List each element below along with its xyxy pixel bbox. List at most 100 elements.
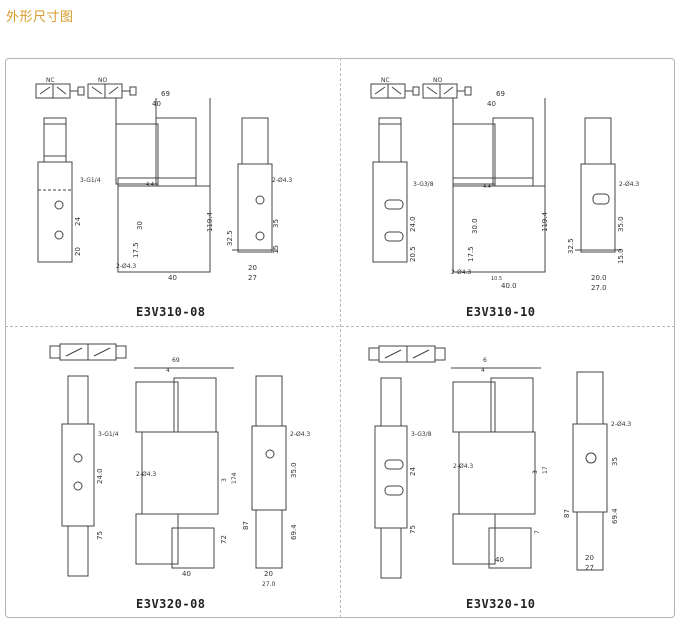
dim-27: 27.0 [262, 581, 276, 588]
dim-24: 24 [74, 217, 82, 226]
dim-35: 35.0 [290, 462, 298, 478]
side-view [451, 367, 541, 569]
dim-119-4: 119.4 [206, 211, 214, 232]
dim-35: 35.0 [617, 216, 625, 232]
dim-4-4: 4.4 [146, 182, 154, 188]
front-view [374, 377, 408, 579]
hole-spec-a: 2-Ø4.3 [451, 269, 471, 276]
end-view [575, 117, 621, 253]
dim-15: 15 [272, 245, 280, 254]
dim-69: 69 [496, 90, 505, 98]
dim-27: 27.0 [591, 284, 607, 292]
dim-69: 69 [172, 357, 180, 364]
hole-spec-a: 2-Ø4.3 [453, 463, 473, 470]
dim-69: 69 [161, 90, 170, 98]
model-label-e3v310-10: E3V310-10 [466, 305, 536, 319]
dim-24: 24.0 [409, 216, 417, 232]
dim-20-5: 20.5 [409, 246, 417, 262]
dim-87: 87 [242, 521, 250, 530]
dim-35: 35 [272, 219, 280, 228]
hole-spec-b: 2-Ø4.3 [272, 177, 292, 184]
dim-69-4: 69.4 [611, 508, 619, 524]
valve-symbol-nc [35, 83, 85, 99]
dim-4: 4 [481, 367, 485, 374]
dim-27: 27 [585, 564, 594, 572]
dim-27: 27 [248, 274, 257, 282]
page-title: 外形尺寸图 [6, 10, 74, 25]
horizontal-divider [5, 326, 675, 327]
hole-spec-b: 2-Ø4.3 [611, 421, 631, 428]
end-view [251, 375, 287, 569]
dim-119-4: 119.4 [541, 211, 549, 232]
dim-40-bottom: 40.0 [501, 282, 517, 290]
dim-35: 35 [611, 457, 619, 466]
dim-17-5: 17.5 [467, 246, 475, 262]
front-view [372, 117, 408, 263]
valve-symbol-nc [370, 83, 420, 99]
dim-40: 40 [182, 570, 191, 578]
dim-30: 30.0 [471, 218, 479, 234]
dim-20: 20 [264, 570, 273, 578]
dim-7: 7 [534, 530, 541, 534]
hole-spec-b: 2-Ø4.3 [290, 431, 310, 438]
port-spec: 3-G3/8 [413, 181, 434, 188]
drawing-e3v320-08: 69 4 3-G1/4 24.0 2-Ø4.3 3 174 75 72 40 2… [49, 343, 310, 588]
valve-symbol-double [368, 345, 446, 363]
dim-40-top: 40 [487, 100, 496, 108]
end-view [232, 117, 278, 253]
dim-15: 15.0 [617, 248, 625, 264]
symbol-label-no: NO [98, 77, 107, 84]
dim-75: 75 [409, 525, 417, 534]
end-view [572, 371, 608, 571]
front-view [61, 375, 95, 577]
drawing-e3v310-10: NC NO 69 40 119.4 30.0 17.5 40.0 3-G3/8 … [370, 77, 639, 292]
port-spec: 3-G1/4 [98, 431, 119, 438]
valve-symbol-double [49, 343, 127, 361]
dim-3: 3 [221, 478, 228, 482]
dim-40: 40 [495, 556, 504, 564]
side-view [134, 367, 234, 569]
dim-69-4: 69.4 [290, 524, 298, 540]
drawing-e3v310-08: NC NO 69 40 119.4 30 17.5 40 3-G1/4 24 2… [35, 77, 292, 282]
hole-spec-b: 2-Ø4.3 [619, 181, 639, 188]
vertical-divider [340, 58, 341, 618]
symbol-label-no: NO [433, 77, 442, 84]
dim-20: 20 [585, 554, 594, 562]
model-label-e3v320-10: E3V320-10 [466, 597, 536, 611]
dim-20-front: 20 [74, 247, 82, 256]
symbol-label-nc: NC [381, 77, 390, 84]
dim-72: 72 [220, 535, 228, 544]
side-view [452, 98, 546, 273]
dim-6: 6 [483, 357, 487, 364]
dim-10-5: 10.5 [491, 276, 502, 282]
front-view [37, 117, 73, 263]
dim-40-top: 40 [152, 100, 161, 108]
dim-17-5: 17.5 [132, 242, 140, 258]
dim-24: 24.0 [96, 468, 104, 484]
dim-3: 3 [532, 470, 539, 474]
dim-32-5: 32.5 [226, 230, 234, 246]
port-spec: 3-G1/4 [80, 177, 101, 184]
dim-24: 24 [409, 467, 417, 476]
side-view [115, 98, 211, 273]
hole-spec-a: 2-Ø4.3 [136, 471, 156, 478]
dim-4-4: 4.4 [483, 184, 491, 190]
valve-symbol-no [422, 83, 472, 99]
dim-174: 174 [231, 472, 238, 484]
dim-4: 4 [166, 367, 170, 374]
dim-20-end: 20 [248, 264, 257, 272]
dim-30: 30 [136, 221, 144, 230]
symbol-label-nc: NC [46, 77, 55, 84]
port-spec: 3-G3/8 [411, 431, 432, 438]
hole-spec-a: 2-Ø4.3 [116, 263, 136, 270]
dim-17: 17 [542, 466, 549, 474]
dim-87: 87 [563, 509, 571, 518]
dim-20-end: 20.0 [591, 274, 607, 282]
dim-32-5: 32.5 [567, 238, 575, 254]
model-label-e3v320-08: E3V320-08 [136, 597, 206, 611]
dim-75: 75 [96, 531, 104, 540]
valve-symbol-no [87, 83, 137, 99]
drawing-e3v320-10: 6 4 3-G3/8 24 2-Ø4.3 3 17 75 7 40 2-Ø4.3… [368, 345, 631, 579]
dim-40-bottom: 40 [168, 274, 177, 282]
model-label-e3v310-08: E3V310-08 [136, 305, 206, 319]
